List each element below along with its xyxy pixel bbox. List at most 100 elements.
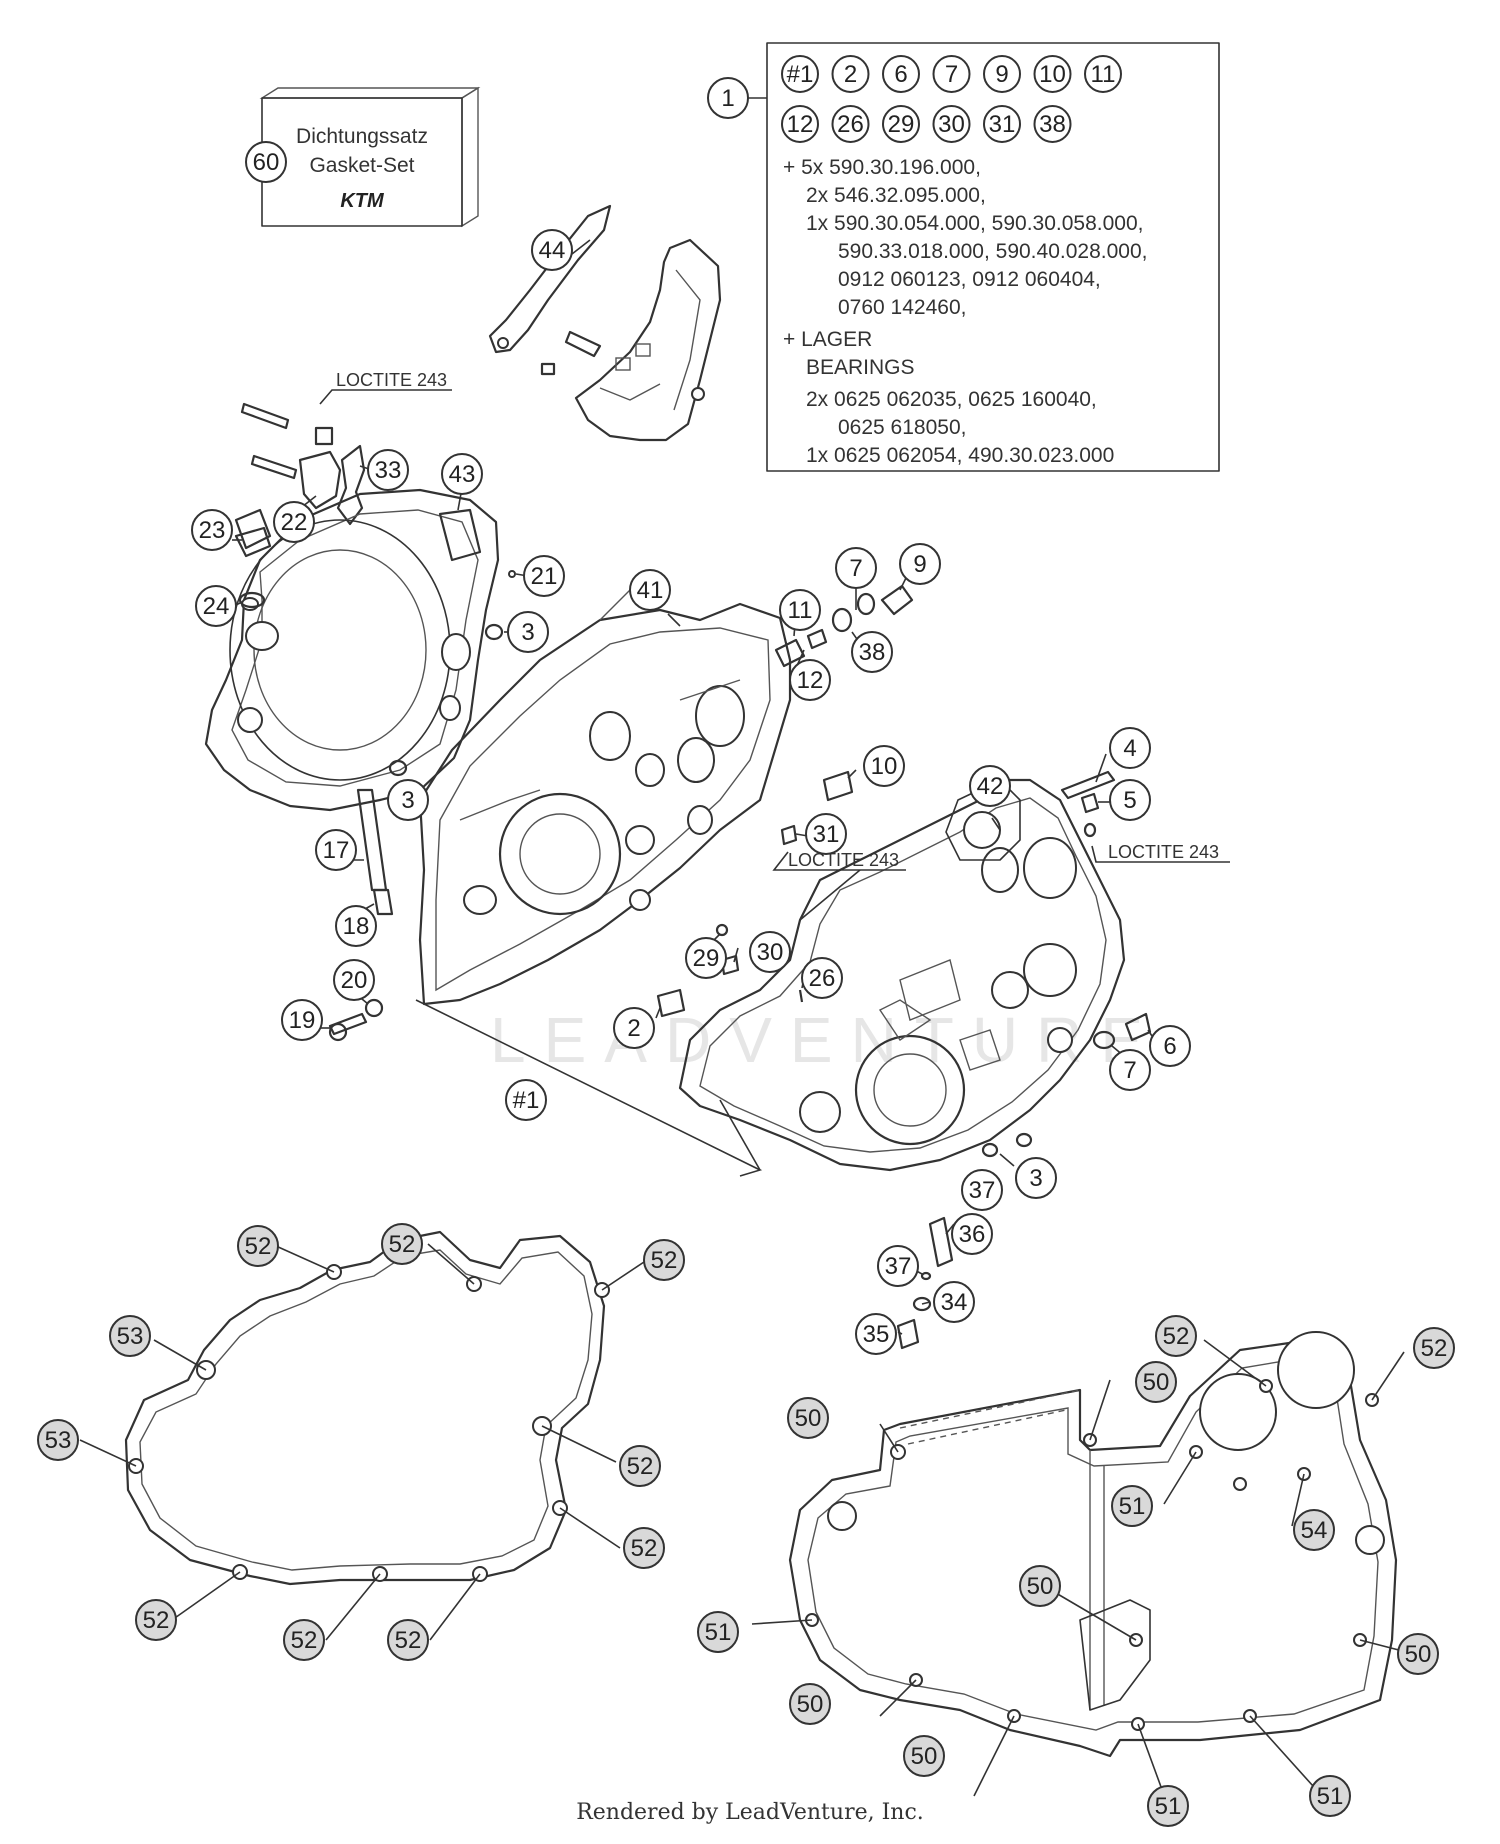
callout-52-label: 52 bbox=[245, 1233, 272, 1260]
callout-53-label: 53 bbox=[45, 1427, 72, 1454]
callout-36: 36 bbox=[951, 1213, 993, 1255]
callout-52: 52 bbox=[237, 1225, 279, 1267]
kit-row2-item: 12 bbox=[781, 105, 819, 143]
callout-24-label: 24 bbox=[203, 593, 230, 620]
callout-6-label: 6 bbox=[1163, 1033, 1176, 1060]
callout-23-label: 23 bbox=[199, 517, 226, 544]
callout-3-label: 3 bbox=[401, 787, 414, 814]
callout-22-label: 22 bbox=[281, 509, 308, 536]
kit-row1-item: #1 bbox=[781, 55, 819, 93]
callout-2-label: 2 bbox=[627, 1015, 640, 1042]
callout-60-label: 60 bbox=[253, 149, 280, 176]
callout-52-label: 52 bbox=[1421, 1335, 1448, 1362]
callout-21: 21 bbox=[523, 555, 565, 597]
kit-line: 0760 142460, bbox=[838, 296, 966, 319]
kit-row1-item: 7 bbox=[932, 55, 971, 93]
right-crankcase bbox=[678, 778, 1126, 1172]
callout-50: 50 bbox=[1135, 1361, 1177, 1403]
callout-3-label: 3 bbox=[521, 619, 534, 646]
callout-18: 18 bbox=[335, 905, 377, 947]
callout-22: 22 bbox=[273, 501, 315, 543]
svg-text:LOCTITE 243: LOCTITE 243 bbox=[788, 850, 899, 870]
callout-19: 19 bbox=[281, 999, 323, 1041]
kit-line: 0625 618050, bbox=[838, 416, 966, 439]
callout-19-label: 19 bbox=[289, 1007, 316, 1034]
callout-52-label: 52 bbox=[627, 1453, 654, 1480]
callout-50-label: 50 bbox=[911, 1743, 938, 1770]
callout-11-label: 11 bbox=[788, 597, 813, 624]
callout-1-label: 1 bbox=[721, 85, 734, 112]
kit-line: 2x 546.32.095.000, bbox=[806, 184, 986, 207]
callout-53: 53 bbox=[37, 1419, 79, 1461]
callout-51-label: 51 bbox=[705, 1619, 732, 1646]
callout-52: 52 bbox=[135, 1599, 177, 1641]
svg-text:LOCTITE 243: LOCTITE 243 bbox=[1108, 842, 1219, 862]
callout-51-label: 51 bbox=[1119, 1493, 1146, 1520]
kit-row2-item-label: 26 bbox=[837, 111, 864, 138]
callout-37: 37 bbox=[877, 1245, 919, 1287]
callout-2: 2 bbox=[613, 1007, 655, 1049]
callout-37-label: 37 bbox=[885, 1253, 912, 1280]
callout-38-label: 38 bbox=[859, 639, 886, 666]
callout-7: 7 bbox=[835, 547, 877, 589]
callout-52-label: 52 bbox=[395, 1627, 422, 1654]
kit-row1-item-label: 10 bbox=[1039, 61, 1066, 88]
callout-31: 31 bbox=[805, 813, 847, 855]
callout-53: 53 bbox=[109, 1315, 151, 1357]
kit-line: + 5x 590.30.196.000, bbox=[783, 156, 981, 179]
callout-9: 9 bbox=[899, 543, 941, 585]
kit-row1-item-label: 11 bbox=[1091, 61, 1116, 88]
callout-52: 52 bbox=[387, 1619, 429, 1661]
loctite-label-3: LOCTITE 243 bbox=[1091, 842, 1230, 863]
callout-29: 29 bbox=[685, 937, 727, 979]
kit-row1-item-label: 2 bbox=[844, 61, 857, 88]
callout-54-label: 54 bbox=[1301, 1517, 1328, 1544]
kit-row1-item: 10 bbox=[1033, 55, 1072, 93]
kit-line: 0912 060123, 0912 060404, bbox=[838, 268, 1101, 291]
callout-3-label: 3 bbox=[1029, 1165, 1042, 1192]
callout-5-label: 5 bbox=[1123, 787, 1136, 814]
kit-line: + LAGER bbox=[783, 328, 872, 351]
callout-51: 51 bbox=[1147, 1785, 1189, 1827]
callout-7: 7 bbox=[1109, 1049, 1151, 1091]
kit-line: BEARINGS bbox=[806, 356, 915, 379]
ktm-logo: KTM bbox=[340, 190, 385, 212]
callout-38: 38 bbox=[851, 631, 893, 673]
callout-24: 24 bbox=[195, 585, 237, 627]
kit-line: 2x 0625 062035, 0625 160040, bbox=[806, 388, 1097, 411]
crankcase-gasket bbox=[788, 1331, 1398, 1758]
callout-10: 10 bbox=[863, 745, 905, 787]
callout-54: 54 bbox=[1293, 1509, 1335, 1551]
clutch-cover bbox=[204, 488, 500, 812]
callout-35: 35 bbox=[855, 1313, 897, 1355]
callout-17-label: 17 bbox=[323, 837, 350, 864]
clutch-cover-gasket bbox=[124, 1230, 610, 1586]
callout-42-label: 42 bbox=[977, 773, 1004, 800]
callout-1: #1 bbox=[505, 1079, 547, 1121]
kit-row2-item-label: 38 bbox=[1039, 111, 1066, 138]
callout-3: 3 bbox=[387, 779, 429, 821]
callout-1: 1 bbox=[707, 77, 749, 119]
callout-52-label: 52 bbox=[1163, 1323, 1190, 1350]
callout-17: 17 bbox=[315, 829, 357, 871]
callout-50-label: 50 bbox=[795, 1405, 822, 1432]
callout-3: 3 bbox=[507, 611, 549, 653]
callout-34: 34 bbox=[933, 1281, 975, 1323]
callout-7-label: 7 bbox=[849, 555, 862, 582]
callout-34-label: 34 bbox=[941, 1289, 968, 1316]
callout-50: 50 bbox=[789, 1683, 831, 1725]
callout-52: 52 bbox=[1413, 1327, 1455, 1369]
callout-44-label: 44 bbox=[539, 237, 566, 264]
callout-9-label: 9 bbox=[913, 551, 926, 578]
kit-row2-item: 38 bbox=[1033, 105, 1072, 143]
callout-11: 11 bbox=[779, 589, 821, 631]
kit-row2-item-label: 29 bbox=[888, 111, 915, 138]
callout-31-label: 31 bbox=[813, 821, 840, 848]
callout-43: 43 bbox=[441, 453, 483, 495]
kit-row2-item-label: 31 bbox=[989, 111, 1016, 138]
callout-7-label: 7 bbox=[1123, 1057, 1136, 1084]
callout-36-label: 36 bbox=[959, 1221, 986, 1248]
callout-42: 42 bbox=[969, 765, 1011, 807]
